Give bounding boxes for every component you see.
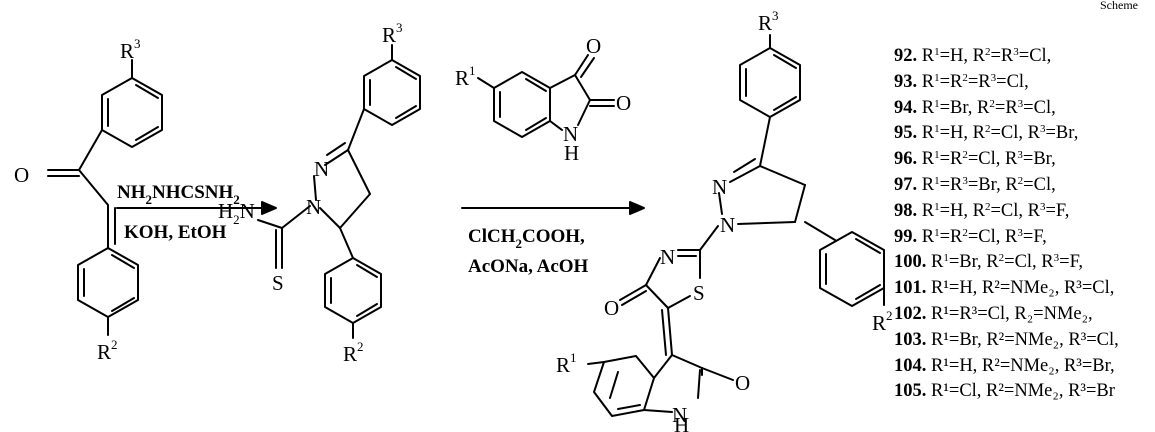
compound-substituents: R¹=Br, R²=NMe₂, R³=Cl, — [931, 329, 1119, 350]
compound-id: 99. — [894, 226, 918, 247]
pyrazoline-n2: N — [314, 157, 329, 181]
pyrazoline-r2: R2 — [343, 339, 364, 366]
compound-id: 92. — [894, 46, 918, 66]
isatin-h: H — [564, 141, 579, 165]
chalcone-r2: R2 — [97, 337, 118, 364]
step2-reagent-top: ClCH2COOH, — [468, 226, 585, 251]
step1-reagent-top: NH2NHCSNH2 — [117, 182, 240, 207]
arrow-2-head — [629, 201, 645, 215]
compound-id: 105. — [894, 381, 927, 402]
compound-substituents: R1=H, R2=Cl, R3=Br, — [921, 123, 1079, 144]
compound-entry: 103. R¹=Br, R²=NMe₂, R³=Cl, — [894, 328, 1152, 354]
compound-entry: 93. R1=R2=R3=Cl, — [894, 70, 1152, 96]
compound-id: 94. — [894, 97, 918, 118]
compound-entry: 101. R¹=H, R²=NMe₂, R³=Cl, — [894, 276, 1152, 302]
compound-id: 95. — [894, 123, 918, 144]
thioamide-sulfur: S — [272, 271, 284, 295]
compound-substituents: R¹=H, R²=NMe₂, R³=Cl, — [931, 278, 1115, 299]
compound-id: 103. — [894, 329, 927, 350]
chalcone-structure — [47, 59, 163, 336]
compound-id: 101. — [894, 278, 927, 299]
isatin-r1: R1 — [455, 63, 476, 90]
step2-reagent-bottom: AcONa, AcOH — [468, 256, 589, 277]
isatin-structure — [477, 54, 615, 138]
product-thiazole-oxygen: O — [604, 296, 619, 320]
compound-id: 100. — [894, 252, 927, 273]
isatin-oxygen-2: O — [616, 91, 631, 115]
compound-id: 93. — [894, 71, 918, 92]
product-pyrazoline-n2: N — [712, 175, 727, 199]
pyrazoline-n1: N — [306, 195, 321, 219]
compound-substituents: R1=Br, R2=Cl, R3=F, — [931, 252, 1084, 273]
compound-entry: 92. R1=H, R2=R3=Cl, — [894, 44, 1152, 70]
compound-id: 96. — [894, 149, 918, 170]
compound-substituents: R1=Br, R2=R3=Cl, — [921, 97, 1056, 118]
compound-entry: 95. R1=H, R2=Cl, R3=Br, — [894, 121, 1152, 147]
compound-entry: 100. R1=Br, R2=Cl, R3=F, — [894, 250, 1152, 276]
product-r1: R1 — [556, 350, 577, 377]
thioamide-nh2: H2N — [218, 199, 255, 227]
product-r2: R2 — [872, 308, 893, 335]
product-oxindole-h: H — [674, 413, 689, 432]
product-pyrazoline-n1: N — [720, 213, 735, 237]
corner-label: Scheme — [1100, 0, 1138, 12]
compound-entry: 102. R¹=R³=Cl, R₂=NMe₂, — [894, 302, 1152, 328]
pyrazoline-structure — [257, 44, 421, 339]
compound-substituents: R1=R2=Cl, R3=Br, — [921, 149, 1056, 170]
compound-entry: 99. R1=R2=Cl, R3=F, — [894, 225, 1152, 251]
compound-substituents: R1=H, R2=R3=Cl, — [921, 46, 1052, 66]
compound-id: 97. — [894, 174, 918, 195]
compound-substituents: R1=H, R2=Cl, R3=F, — [921, 200, 1070, 221]
compound-substituent-list: 92. R1=H, R2=R3=Cl, 93. R1=R2=R3=Cl, 94.… — [894, 44, 1152, 405]
isatin-oxygen-3: O — [586, 34, 601, 58]
step1-reagent-bottom: KOH, EtOH — [124, 222, 227, 243]
compound-substituents: R¹=H, R²=NMe₂, R³=Br, — [931, 355, 1115, 376]
product-r3: R3 — [758, 8, 779, 35]
compound-entry: 97. R1=R3=Br, R2=Cl, — [894, 173, 1152, 199]
product-oxindole-oxygen: O — [735, 371, 750, 395]
product-thiazole-s: S — [693, 281, 705, 305]
compound-id: 102. — [894, 303, 927, 324]
compound-substituents: R1=R3=Br, R2=Cl, — [921, 174, 1056, 195]
arrow-1-head — [261, 201, 277, 215]
compound-entry: 96. R1=R2=Cl, R3=Br, — [894, 147, 1152, 173]
compound-entry: 98. R1=H, R2=Cl, R3=F, — [894, 199, 1152, 225]
compound-entry: 94. R1=Br, R2=R3=Cl, — [894, 96, 1152, 122]
compound-entry: 105. R¹=Cl, R²=NMe₂, R³=Br — [894, 379, 1152, 405]
compound-id: 98. — [894, 200, 918, 221]
isatin-nh: N — [563, 122, 578, 146]
chalcone-r3: R3 — [120, 36, 141, 63]
compound-id: 104. — [894, 355, 927, 376]
product-structure — [587, 34, 885, 417]
product-thiazole-n: N — [660, 245, 675, 269]
chalcone-oxygen: O — [14, 163, 29, 187]
compound-entry: 104. R¹=H, R²=NMe₂, R³=Br, — [894, 354, 1152, 380]
compound-substituents: R1=R2=R3=Cl, — [921, 71, 1029, 92]
pyrazoline-r3: R3 — [382, 20, 403, 47]
compound-substituents: R1=R2=Cl, R3=F, — [921, 226, 1047, 247]
compound-substituents: R¹=Cl, R²=NMe₂, R³=Br — [931, 381, 1115, 402]
compound-substituents: R¹=R³=Cl, R₂=NMe₂, — [931, 303, 1093, 324]
product-oxindole-nh: N — [672, 403, 687, 427]
